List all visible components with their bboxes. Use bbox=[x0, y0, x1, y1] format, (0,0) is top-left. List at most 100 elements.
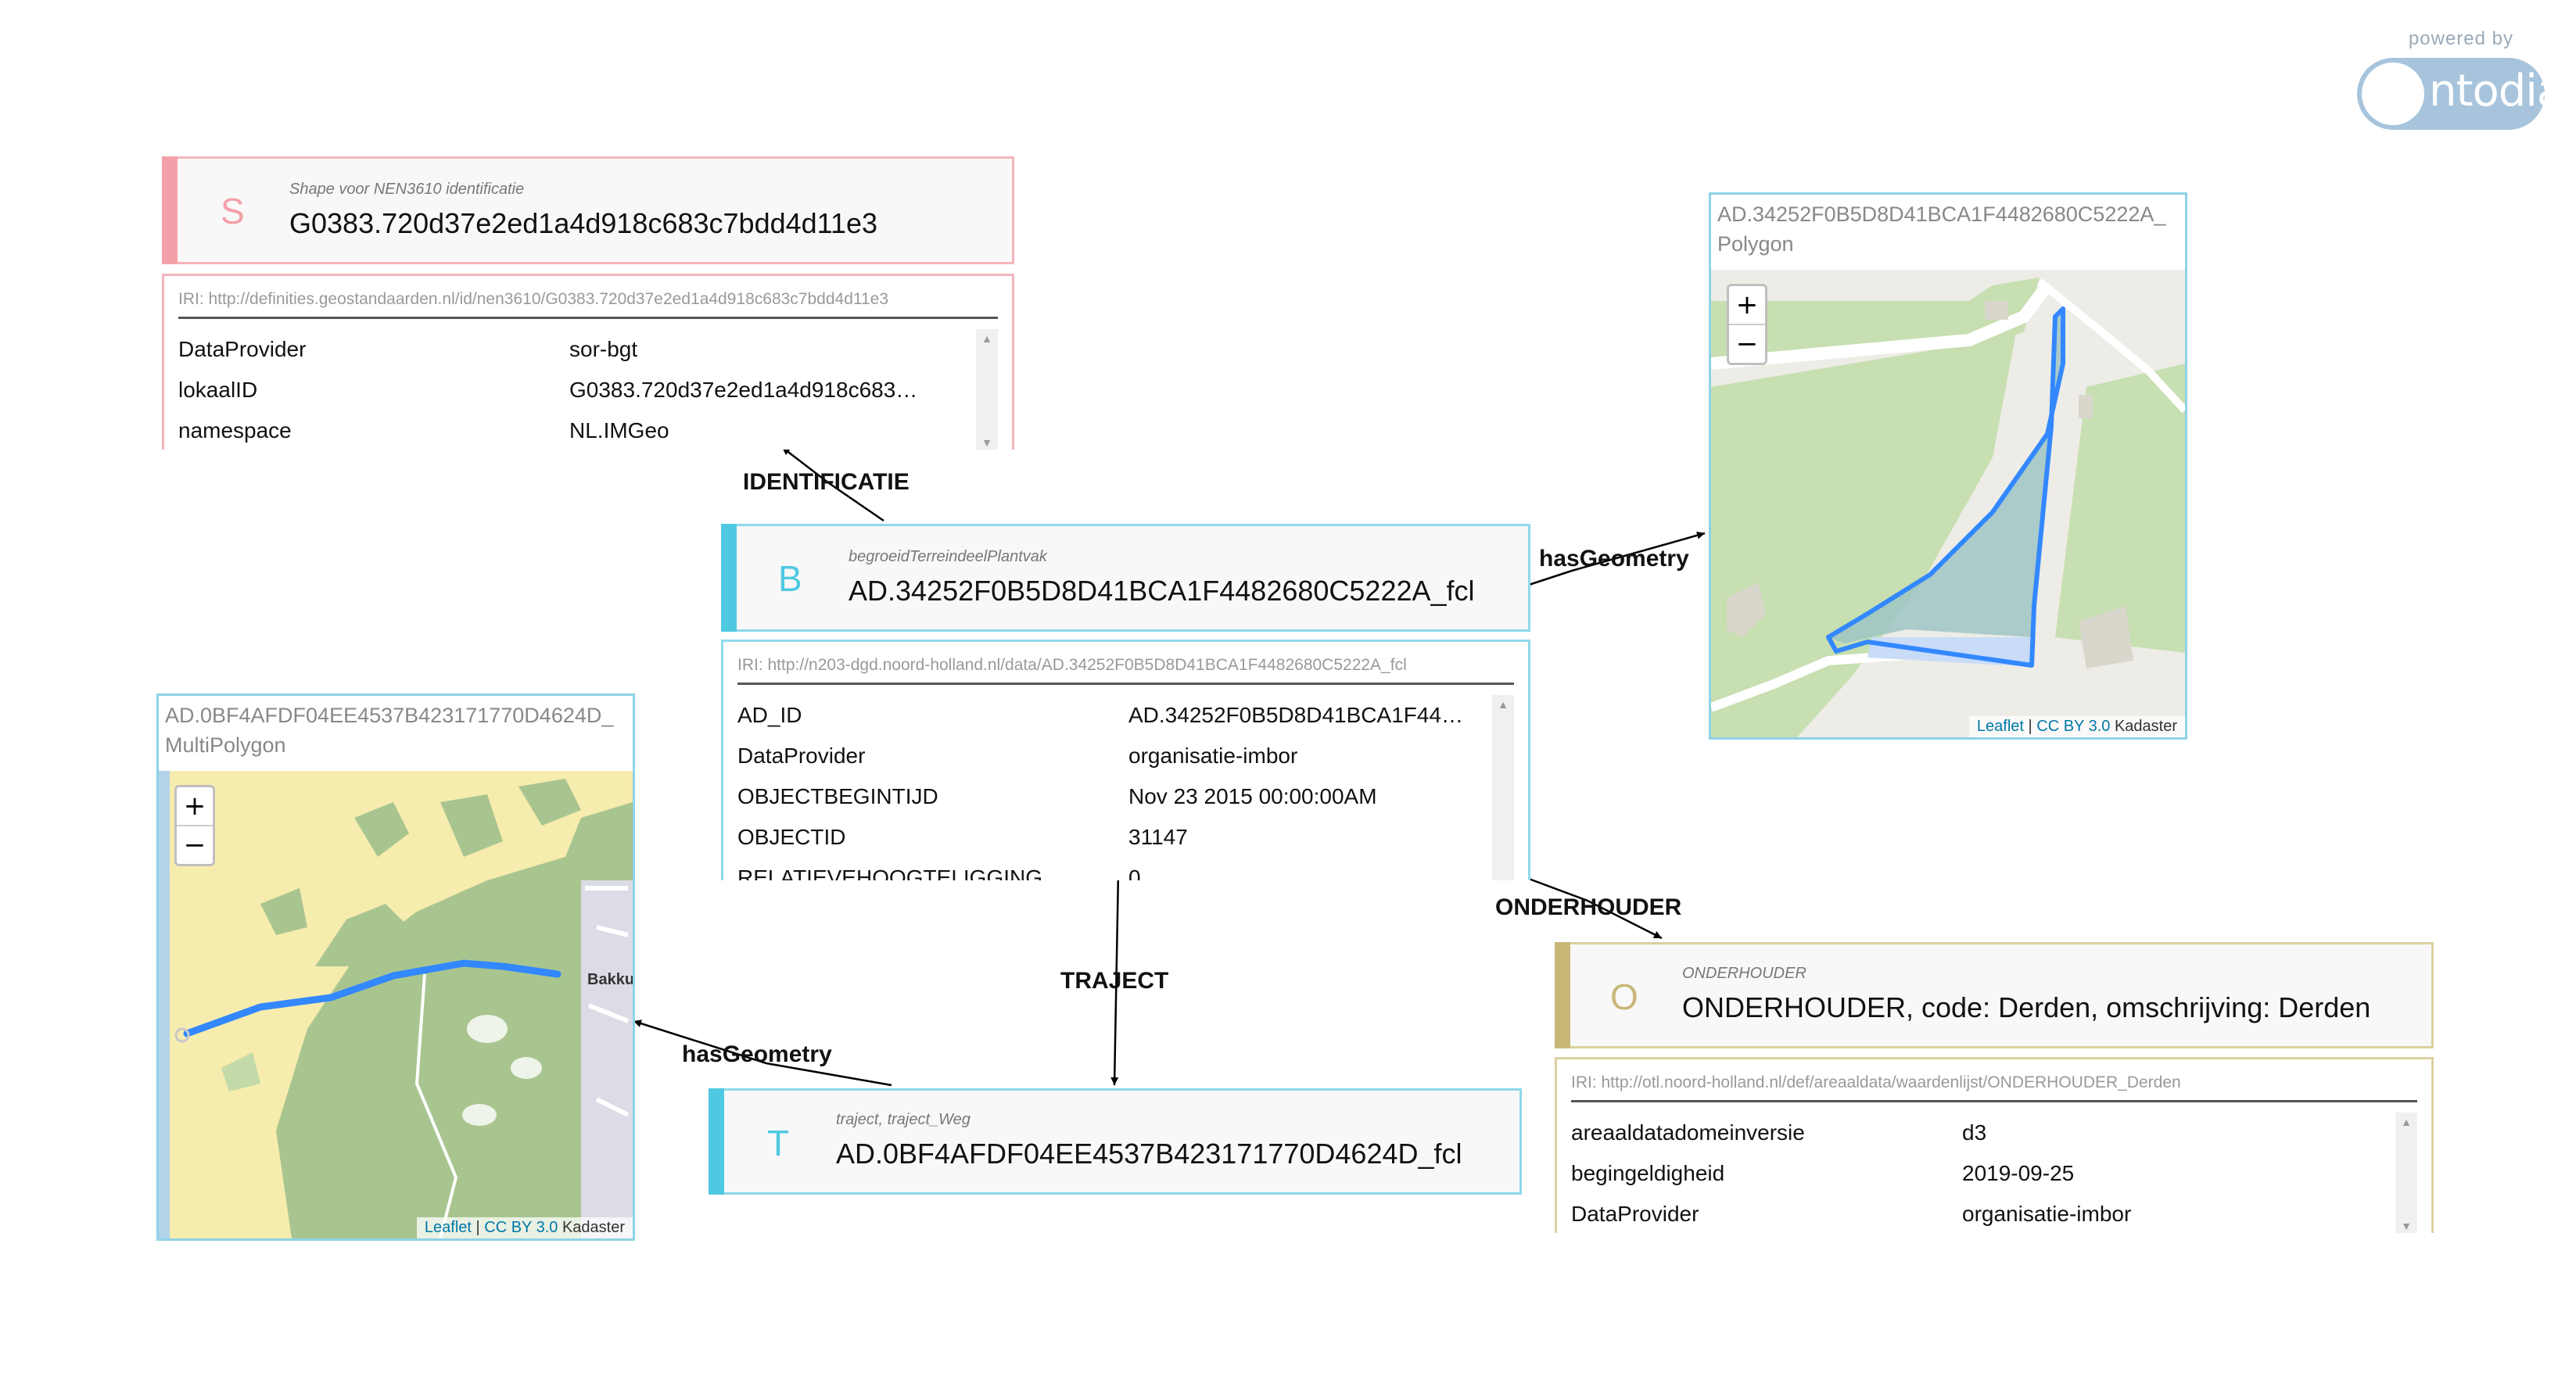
property-value: G0383.720d37e2ed1a4d918c683… bbox=[569, 378, 918, 402]
property-value: NL.IMGeo bbox=[569, 418, 669, 443]
edge-identificatie bbox=[782, 447, 884, 522]
property-row: AD_ID AD.34252F0B5D8D41BCA1F44… bbox=[737, 695, 1481, 736]
node-t-type: traject, traject_Weg bbox=[836, 1111, 970, 1128]
node-b-type: begroeidTerreindeelPlantvak bbox=[849, 548, 1047, 565]
property-key: DataProvider bbox=[737, 744, 866, 768]
edge-label-hasgeometry-2[interactable]: hasGeometry bbox=[682, 1041, 832, 1067]
property-key: begingeldigheid bbox=[1571, 1161, 1725, 1185]
multipolygon-map-title: AD.0BF4AFDF04EE4537B423171770D4624D_Mult… bbox=[165, 704, 614, 757]
node-t-card[interactable]: T traject, traject_Weg AD.0BF4AFDF04EE45… bbox=[709, 1088, 1522, 1195]
edge-hasgeometry-2 bbox=[633, 1020, 892, 1087]
polygon-map-title: AD.34252F0B5D8D41BCA1F4482680C5222A_Poly… bbox=[1717, 202, 2166, 256]
property-row: lokaalID G0383.720d37e2ed1a4d918c683… bbox=[178, 370, 973, 410]
polygon-map[interactable]: + − Leaflet | CC BY 3.0 Kadaster bbox=[1711, 270, 2185, 737]
property-key: RELATIEVEHOOGTELIGGING bbox=[737, 865, 1043, 880]
property-key: areaaldatadomeinversie bbox=[1571, 1120, 1805, 1145]
property-row: DataProvider organisatie-imbor bbox=[737, 736, 1481, 776]
node-o-iri[interactable]: IRI: http://otl.noord-holland.nl/def/are… bbox=[1571, 1073, 2417, 1102]
zoom-in-button[interactable]: + bbox=[1735, 289, 1759, 321]
node-b-scrollbar[interactable]: ▲ bbox=[1492, 695, 1514, 880]
property-value: organisatie-imbor bbox=[1962, 1202, 2132, 1226]
node-o-card[interactable]: O ONDERHOUDER ONDERHOUDER, code: Derden,… bbox=[1555, 942, 2434, 1048]
edge-label-hasgeometry-1[interactable]: hasGeometry bbox=[1539, 546, 1689, 572]
logo-name: ntodia bbox=[2429, 66, 2563, 116]
multipolygon-map-tiles bbox=[159, 771, 633, 1238]
scroll-up-icon[interactable]: ▲ bbox=[1498, 698, 1509, 711]
scroll-up-icon[interactable]: ▲ bbox=[981, 332, 992, 345]
zoom-in-button[interactable]: + bbox=[183, 790, 206, 822]
property-key: AD_ID bbox=[737, 703, 802, 727]
node-b-letter: B bbox=[778, 558, 802, 599]
property-row: OBJECTID 31147 bbox=[737, 817, 1481, 858]
node-s-card[interactable]: S Shape voor NEN3610 identificatie G0383… bbox=[162, 156, 1014, 264]
property-row: areaaldatadomeinversie d3 bbox=[1571, 1113, 2392, 1153]
property-key: DataProvider bbox=[178, 337, 307, 361]
property-row: namespace NL.IMGeo bbox=[178, 410, 973, 450]
node-o-letter: O bbox=[1610, 977, 1638, 1017]
node-o-type: ONDERHOUDER bbox=[1682, 965, 1806, 982]
property-value: organisatie-imbor bbox=[1128, 744, 1298, 768]
place-label: Bakku bbox=[587, 971, 633, 988]
node-t-letter: T bbox=[767, 1123, 790, 1163]
multipolygon-map[interactable]: Bakku + − Leaflet | CC BY 3.0 Kadaster bbox=[159, 771, 633, 1238]
property-key: OBJECTBEGINTIJD bbox=[737, 784, 938, 808]
node-b-stripe bbox=[721, 524, 737, 632]
multipolygon-zoom-control[interactable]: + − bbox=[174, 785, 215, 866]
polygon-map-tiles bbox=[1711, 270, 2185, 737]
zoom-out-button[interactable]: − bbox=[1729, 324, 1765, 363]
attribution-separator: | bbox=[2023, 718, 2037, 735]
property-key: lokaalID bbox=[178, 378, 258, 402]
ontodia-logo[interactable]: powered by ntodia bbox=[2357, 28, 2563, 138]
multipolygon-map-attribution: Leaflet | CC BY 3.0 Kadaster bbox=[416, 1217, 633, 1238]
node-o-properties[interactable]: IRI: http://otl.noord-holland.nl/def/are… bbox=[1555, 1057, 2434, 1233]
property-value: 2019-09-25 bbox=[1962, 1161, 2075, 1185]
node-s-letter: S bbox=[221, 191, 245, 231]
edge-label-onderhouder[interactable]: ONDERHOUDER bbox=[1495, 894, 1682, 920]
node-o-label: ONDERHOUDER, code: Derden, omschrijving:… bbox=[1682, 991, 2371, 1023]
license-link[interactable]: CC BY 3.0 bbox=[2036, 718, 2111, 735]
attribution-source: Kadaster bbox=[558, 1219, 625, 1236]
node-b-iri[interactable]: IRI: http://n203-dgd.noord-holland.nl/da… bbox=[737, 656, 1514, 685]
edge-onderhouder bbox=[1528, 877, 1663, 940]
leaflet-link[interactable]: Leaflet bbox=[1976, 718, 2024, 735]
node-b-properties[interactable]: IRI: http://n203-dgd.noord-holland.nl/da… bbox=[721, 640, 1530, 880]
node-s-type: Shape voor NEN3610 identificatie bbox=[289, 181, 525, 198]
zoom-out-button[interactable]: − bbox=[177, 825, 213, 864]
property-row: DataProvider organisatie-imbor bbox=[1571, 1194, 2392, 1233]
property-value: AD.34252F0B5D8D41BCA1F44… bbox=[1128, 703, 1464, 727]
scroll-up-icon[interactable]: ▲ bbox=[2401, 1116, 2412, 1128]
property-value: 0 bbox=[1128, 865, 1141, 880]
polygon-map-attribution: Leaflet | CC BY 3.0 Kadaster bbox=[1968, 716, 2185, 737]
property-value: d3 bbox=[1962, 1120, 1987, 1145]
powered-by-text: powered by bbox=[2408, 28, 2513, 49]
scroll-down-icon[interactable]: ▼ bbox=[2401, 1220, 2412, 1232]
node-s-iri[interactable]: IRI: http://definities.geostandaarden.nl… bbox=[178, 290, 998, 319]
node-s-properties[interactable]: IRI: http://definities.geostandaarden.nl… bbox=[162, 274, 1014, 450]
node-s-scrollbar[interactable]: ▲ ▼ bbox=[976, 329, 998, 450]
property-key: namespace bbox=[178, 418, 292, 443]
scroll-down-icon[interactable]: ▼ bbox=[981, 436, 992, 449]
edge-label-traject[interactable]: TRAJECT bbox=[1060, 968, 1169, 994]
leaflet-link[interactable]: Leaflet bbox=[424, 1219, 472, 1236]
multipolygon-map-panel[interactable]: AD.0BF4AFDF04EE4537B423171770D4624D_Mult… bbox=[156, 693, 635, 1241]
node-b-label: AD.34252F0B5D8D41BCA1F4482680C5222A_fcl bbox=[849, 575, 1475, 607]
property-key: DataProvider bbox=[1571, 1202, 1699, 1226]
property-value: 31147 bbox=[1128, 825, 1188, 849]
attribution-separator: | bbox=[471, 1219, 485, 1236]
property-value: Nov 23 2015 00:00:00AM bbox=[1128, 784, 1377, 808]
node-t-label: AD.0BF4AFDF04EE4537B423171770D4624D_fcl bbox=[836, 1138, 1462, 1170]
polygon-zoom-control[interactable]: + − bbox=[1727, 284, 1767, 365]
logo-circle bbox=[2362, 63, 2424, 125]
property-row: RELATIEVEHOOGTELIGGING 0 bbox=[737, 858, 1481, 880]
property-row: OBJECTBEGINTIJD Nov 23 2015 00:00:00AM bbox=[737, 776, 1481, 817]
property-key: OBJECTID bbox=[737, 825, 846, 849]
node-s-stripe bbox=[162, 156, 178, 264]
edge-label-identificatie[interactable]: IDENTIFICATIE bbox=[743, 469, 909, 495]
license-link[interactable]: CC BY 3.0 bbox=[484, 1219, 558, 1236]
node-b-card[interactable]: B begroeidTerreindeelPlantvak AD.34252F0… bbox=[721, 524, 1530, 632]
edge-traject bbox=[1110, 871, 1120, 1086]
polygon-map-panel[interactable]: AD.34252F0B5D8D41BCA1F4482680C5222A_Poly… bbox=[1709, 192, 2187, 740]
node-o-scrollbar[interactable]: ▲ ▼ bbox=[2395, 1113, 2417, 1233]
node-t-stripe bbox=[709, 1088, 724, 1195]
